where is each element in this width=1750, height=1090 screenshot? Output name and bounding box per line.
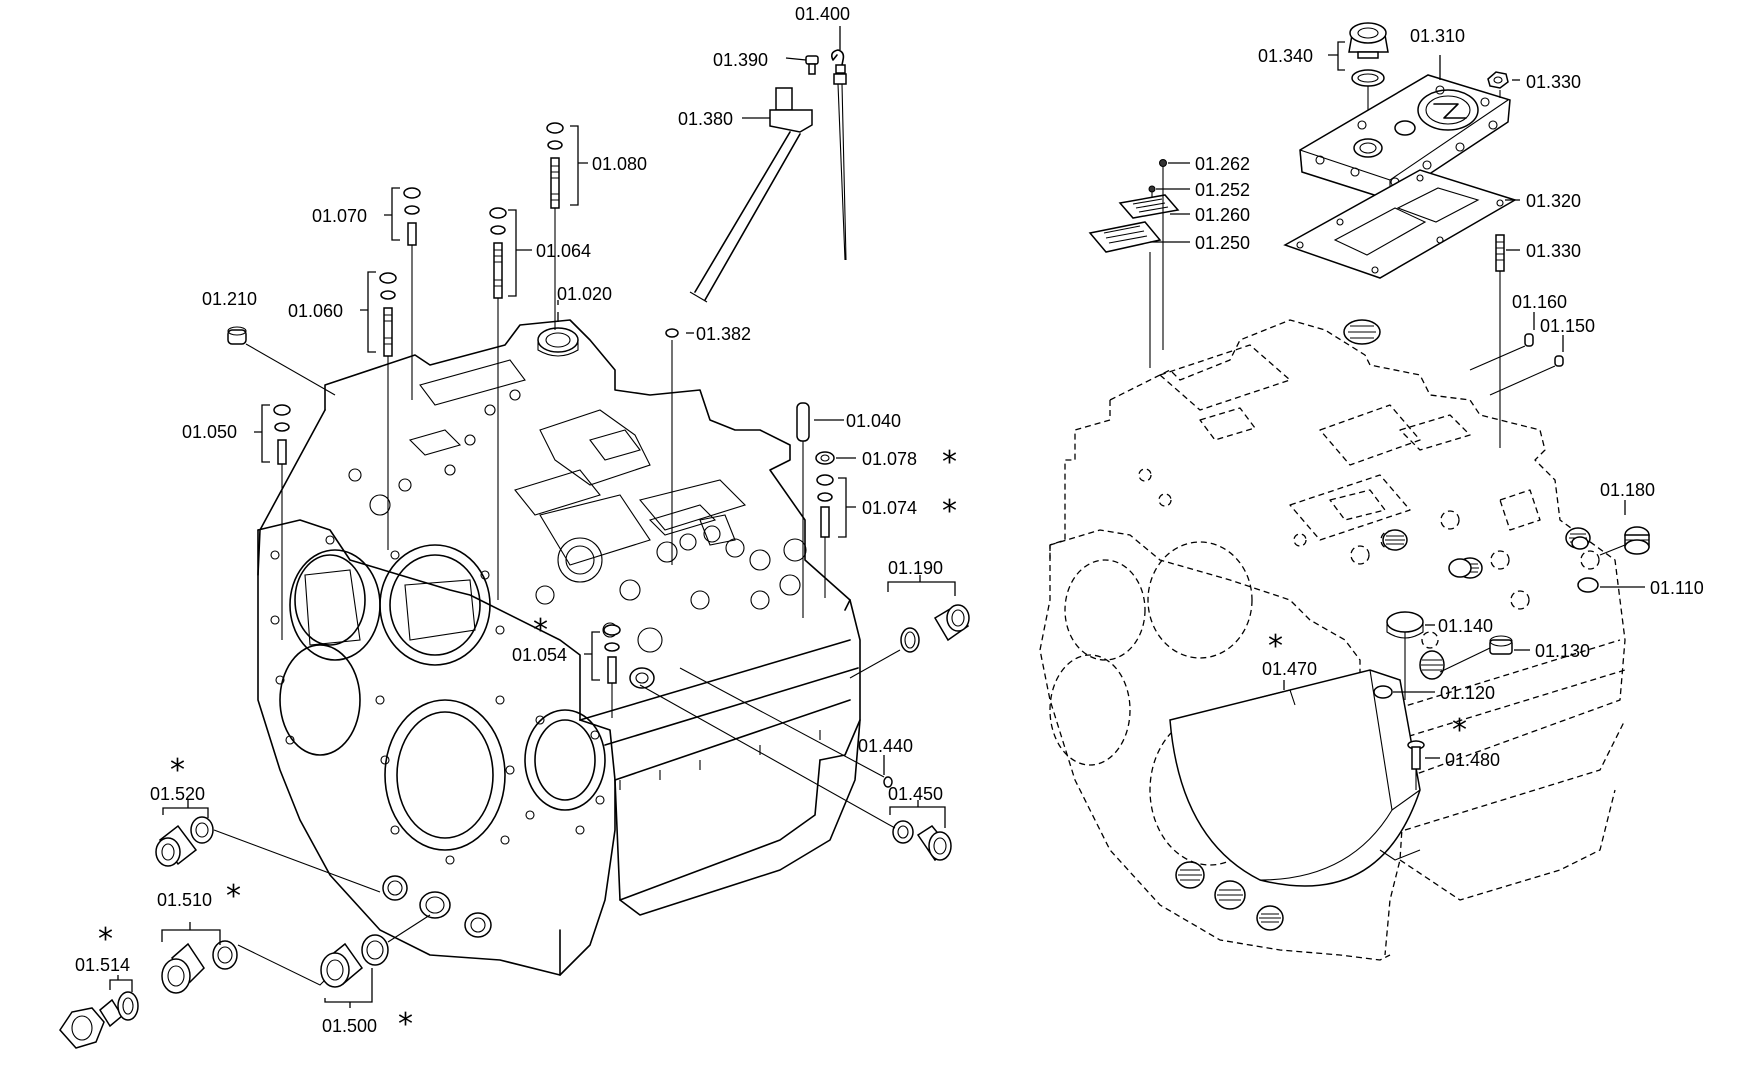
asterisk-01-074: * bbox=[942, 494, 957, 529]
asterisk-01-480: * bbox=[1452, 713, 1467, 748]
label-01-160: 01.160 bbox=[1512, 292, 1567, 312]
label-01-140: 01.140 bbox=[1438, 616, 1493, 636]
asterisk-01-510: * bbox=[226, 879, 241, 914]
left-housing bbox=[257, 319, 861, 976]
label-01-074: 01.074 bbox=[862, 498, 917, 518]
leader-lines bbox=[109, 26, 1645, 1008]
label-01-520: 01.520 bbox=[150, 784, 205, 804]
label-01-180: 01.180 bbox=[1600, 480, 1655, 500]
label-01-080: 01.080 bbox=[592, 154, 647, 174]
asterisk-01-500: * bbox=[398, 1007, 413, 1042]
label-01-078: 01.078 bbox=[862, 449, 917, 469]
asterisk-markers: * * * * * * * * * bbox=[98, 445, 1467, 1042]
right-parts bbox=[1088, 22, 1650, 790]
label-01-120: 01.120 bbox=[1440, 683, 1495, 703]
label-01-440: 01.440 bbox=[858, 736, 913, 756]
label-01-070: 01.070 bbox=[312, 206, 367, 226]
label-01-040: 01.040 bbox=[846, 411, 901, 431]
label-01-190: 01.190 bbox=[888, 558, 943, 578]
right-housing bbox=[1039, 319, 1626, 961]
label-01-380: 01.380 bbox=[678, 109, 733, 129]
asterisk-01-470: * bbox=[1268, 629, 1283, 664]
label-01-510: 01.510 bbox=[157, 890, 212, 910]
asterisk-01-520: * bbox=[170, 753, 185, 788]
label-01-050: 01.050 bbox=[182, 422, 237, 442]
label-01-250: 01.250 bbox=[1195, 233, 1250, 253]
label-01-330-top: 01.330 bbox=[1526, 72, 1581, 92]
left-parts bbox=[59, 49, 970, 1049]
label-01-330-stud: 01.330 bbox=[1526, 241, 1581, 261]
label-01-480: 01.480 bbox=[1445, 750, 1500, 770]
label-01-450: 01.450 bbox=[888, 784, 943, 804]
label-01-400: 01.400 bbox=[795, 4, 850, 24]
label-01-054: 01.054 bbox=[512, 645, 567, 665]
label-01-382: 01.382 bbox=[696, 324, 751, 344]
label-01-110: 01.110 bbox=[1650, 578, 1704, 598]
asterisk-01-054: * bbox=[533, 613, 548, 648]
label-01-064: 01.064 bbox=[536, 241, 591, 261]
label-01-470: 01.470 bbox=[1262, 659, 1317, 679]
label-01-514: 01.514 bbox=[75, 955, 130, 975]
asterisk-01-514: * bbox=[98, 922, 113, 957]
label-01-020: 01.020 bbox=[557, 284, 612, 304]
label-01-310: 01.310 bbox=[1410, 26, 1465, 46]
label-01-260: 01.260 bbox=[1195, 205, 1250, 225]
label-01-320: 01.320 bbox=[1526, 191, 1581, 211]
part-labels-right: 01.340 01.310 01.330 01.262 01.252 01.26… bbox=[1195, 26, 1704, 770]
label-01-390: 01.390 bbox=[713, 50, 768, 70]
label-01-252: 01.252 bbox=[1195, 180, 1250, 200]
label-01-340: 01.340 bbox=[1258, 46, 1313, 66]
part-labels-left: 01.400 01.390 01.380 01.080 01.070 01.06… bbox=[75, 4, 943, 1036]
label-01-262: 01.262 bbox=[1195, 154, 1250, 174]
asterisk-01-078: * bbox=[942, 445, 957, 480]
label-01-210: 01.210 bbox=[202, 289, 257, 309]
label-01-060: 01.060 bbox=[288, 301, 343, 321]
label-01-150: 01.150 bbox=[1540, 316, 1595, 336]
label-01-130: 01.130 bbox=[1535, 641, 1590, 661]
label-01-500: 01.500 bbox=[322, 1016, 377, 1036]
